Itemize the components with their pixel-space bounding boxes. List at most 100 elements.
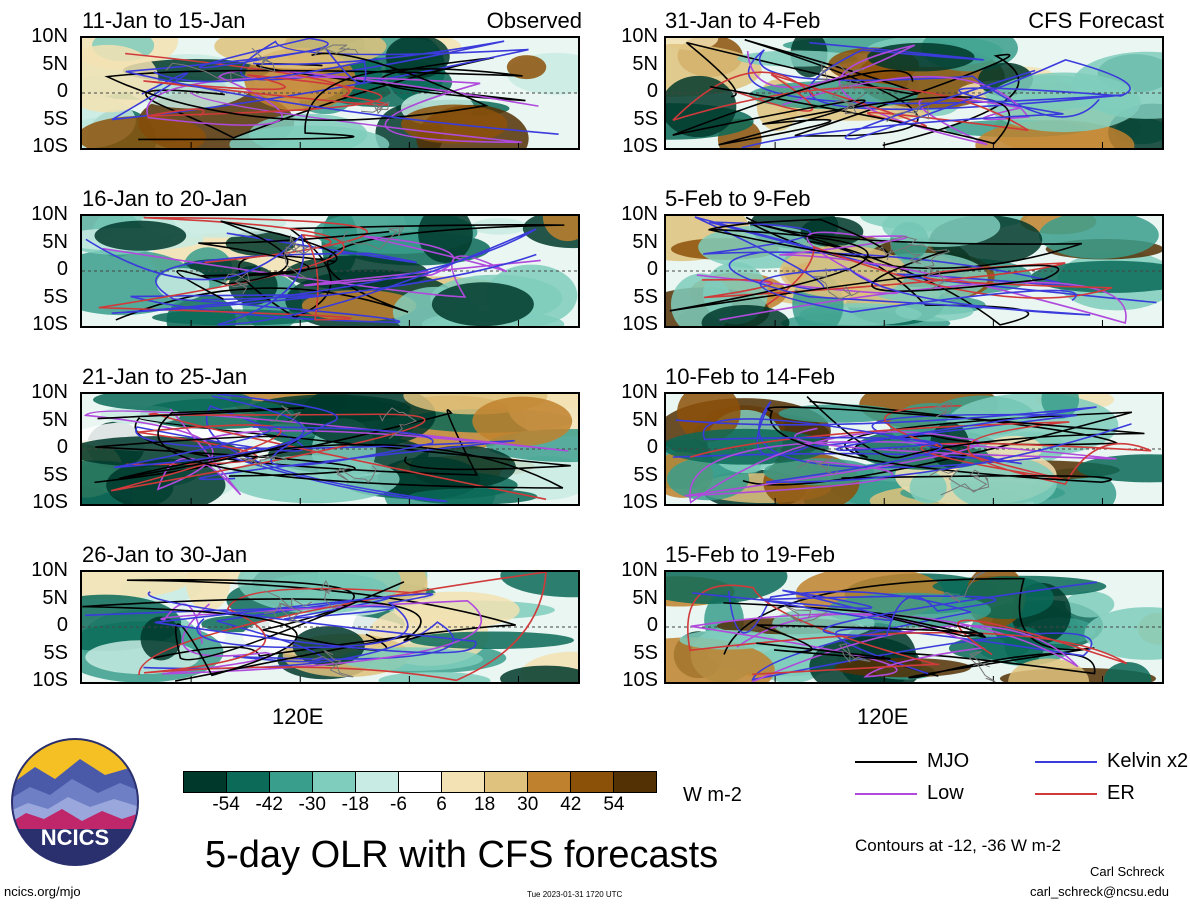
legend-low-label: Low bbox=[927, 782, 964, 804]
y-tick-left-1-4: 10S bbox=[32, 135, 68, 157]
legend-kelvin-label: Kelvin x2 bbox=[1107, 750, 1189, 772]
legend-mjo-line bbox=[855, 760, 917, 763]
colorbar-label: -6 bbox=[390, 794, 407, 815]
map-right-4 bbox=[664, 570, 1164, 684]
y-tick-right-1-4: 10S bbox=[622, 135, 658, 157]
panel-title-right-3: 10-Feb to 14-Feb bbox=[665, 364, 835, 389]
y-tick-left-1-3: 5S bbox=[43, 107, 68, 130]
legend-mjo-label: MJO bbox=[927, 750, 970, 772]
y-tick-left-2-0: 10N bbox=[31, 203, 68, 225]
y-tick-left-2-3: 5S bbox=[43, 285, 68, 308]
colorbar-label: -54 bbox=[212, 794, 240, 815]
legend-kelvin-line bbox=[1035, 760, 1097, 763]
y-tick-right-2-1: 5N bbox=[632, 230, 658, 253]
contours-note: Contours at -12, -36 W m-2 bbox=[855, 836, 1061, 855]
legend-er-line bbox=[1035, 792, 1097, 795]
colorbar-label: 42 bbox=[560, 794, 582, 815]
y-tick-right-3-3: 5S bbox=[633, 463, 658, 486]
legend-kelvin: Kelvin x2 bbox=[1035, 750, 1188, 773]
colorbar-swatch bbox=[399, 772, 442, 792]
colorbar-swatch bbox=[270, 772, 313, 792]
y-tick-left-2-1: 5N bbox=[42, 230, 68, 253]
y-tick-right-4-3: 5S bbox=[633, 641, 658, 664]
colorbar-swatch bbox=[356, 772, 399, 792]
y-tick-right-4-4: 10S bbox=[622, 669, 658, 691]
y-tick-left-4-4: 10S bbox=[32, 669, 68, 691]
email[interactable]: carl_schreck@ncsu.edu bbox=[1030, 884, 1169, 899]
colorbar-label: 30 bbox=[517, 794, 539, 815]
map-left-1 bbox=[80, 36, 580, 150]
panel-title-left-1: 11-Jan to 15-Jan bbox=[82, 8, 246, 33]
colorbar-swatch bbox=[528, 772, 571, 792]
y-tick-right-3-1: 5N bbox=[632, 408, 658, 431]
y-tick-right-3-2: 0 bbox=[646, 436, 658, 458]
legend-low-line bbox=[855, 792, 917, 795]
y-tick-right-2-3: 5S bbox=[633, 285, 658, 308]
colorbar-swatch bbox=[313, 772, 356, 792]
x-tick-left: 120E bbox=[272, 704, 324, 729]
y-tick-left-3-3: 5S bbox=[43, 463, 68, 486]
map-right-3 bbox=[664, 392, 1164, 506]
olr-field bbox=[666, 572, 1162, 682]
colorbar-label: -42 bbox=[255, 794, 283, 815]
y-tick-right-2-4: 10S bbox=[622, 313, 658, 335]
panel-title-left-4: 26-Jan to 30-Jan bbox=[82, 542, 248, 567]
colorbar-swatch bbox=[184, 772, 227, 792]
olr-field bbox=[82, 216, 578, 326]
colorbar-label: -18 bbox=[341, 794, 370, 815]
colorbar-label: 6 bbox=[436, 794, 447, 815]
olr-field bbox=[666, 216, 1162, 326]
colorbar-swatch bbox=[485, 772, 528, 792]
colorbar-swatch bbox=[442, 772, 485, 792]
olr-field bbox=[82, 394, 578, 504]
map-right-1 bbox=[664, 36, 1164, 150]
y-tick-left-3-4: 10S bbox=[32, 491, 68, 513]
colorbar-swatch bbox=[227, 772, 270, 792]
colorbar bbox=[183, 771, 657, 793]
olr-field bbox=[82, 572, 578, 682]
y-tick-left-1-1: 5N bbox=[42, 52, 68, 75]
panel-title-right-1: 31-Jan to 4-Feb bbox=[665, 8, 821, 33]
map-left-2 bbox=[80, 214, 580, 328]
panel-title-right-2: 5-Feb to 9-Feb bbox=[665, 186, 811, 211]
colorbar-label: -30 bbox=[298, 794, 326, 815]
y-tick-left-4-1: 5N bbox=[42, 586, 68, 609]
legend-low: Low bbox=[855, 782, 964, 805]
ncics-logo: NCICS bbox=[10, 737, 140, 867]
colorbar-label: 54 bbox=[603, 794, 625, 815]
olr-field bbox=[666, 38, 1162, 148]
y-tick-right-2-2: 0 bbox=[646, 258, 658, 280]
x-tick-right: 120E bbox=[857, 704, 909, 729]
y-tick-left-1-2: 0 bbox=[56, 80, 68, 102]
y-tick-right-2-0: 10N bbox=[621, 203, 658, 225]
author: Carl Schreck bbox=[1090, 864, 1165, 879]
units-label: W m-2 bbox=[683, 784, 742, 806]
y-tick-left-4-0: 10N bbox=[31, 559, 68, 581]
logo-text: NCICS bbox=[41, 825, 109, 850]
map-left-4 bbox=[80, 570, 580, 684]
olr-field bbox=[82, 38, 578, 148]
y-tick-left-3-0: 10N bbox=[31, 381, 68, 403]
y-tick-right-4-2: 0 bbox=[646, 614, 658, 636]
map-right-2 bbox=[664, 214, 1164, 328]
y-tick-right-1-3: 5S bbox=[633, 107, 658, 130]
timestamp: Tue 2023-01-31 1720 UTC bbox=[527, 890, 623, 899]
y-tick-right-4-1: 5N bbox=[632, 586, 658, 609]
y-tick-right-4-0: 10N bbox=[621, 559, 658, 581]
y-tick-left-3-1: 5N bbox=[42, 408, 68, 431]
y-tick-left-3-2: 0 bbox=[56, 436, 68, 458]
y-tick-right-1-1: 5N bbox=[632, 52, 658, 75]
site-link[interactable]: ncics.org/mjo bbox=[4, 884, 81, 899]
observed-label: Observed bbox=[486, 8, 582, 33]
y-tick-right-1-0: 10N bbox=[621, 25, 658, 47]
chart-title: 5-day OLR with CFS forecasts bbox=[205, 834, 719, 876]
cfs-forecast-label: CFS Forecast bbox=[1028, 8, 1164, 33]
y-tick-right-3-0: 10N bbox=[621, 381, 658, 403]
panel-title-left-2: 16-Jan to 20-Jan bbox=[82, 186, 248, 211]
y-tick-left-1-0: 10N bbox=[31, 25, 68, 47]
olr-field bbox=[666, 394, 1162, 504]
y-tick-left-2-2: 0 bbox=[56, 258, 68, 280]
legend-mjo: MJO bbox=[855, 750, 969, 773]
y-tick-right-3-4: 10S bbox=[622, 491, 658, 513]
panel-title-left-3: 21-Jan to 25-Jan bbox=[82, 364, 248, 389]
